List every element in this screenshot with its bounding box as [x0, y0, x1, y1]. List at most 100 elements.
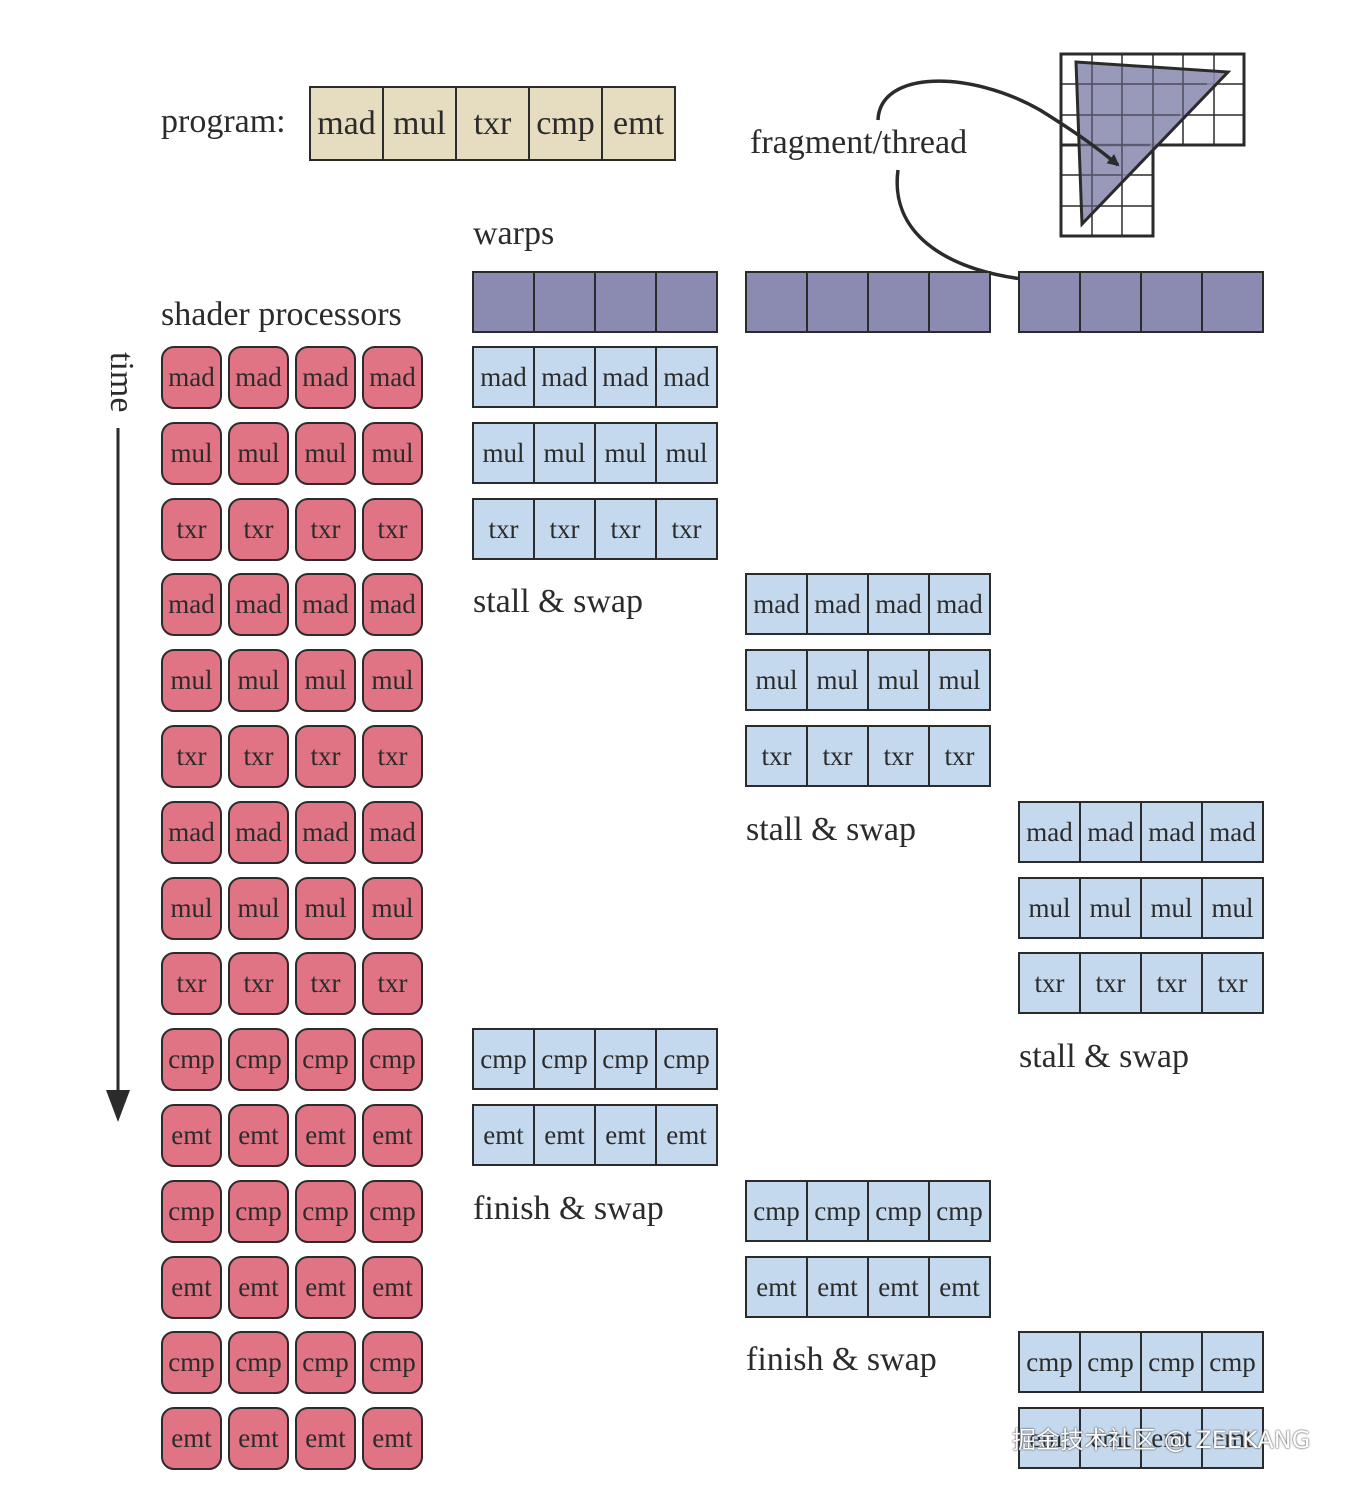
- shader-op-txr: txr: [228, 725, 289, 788]
- arrow-to-triangle: [876, 79, 1120, 167]
- warp-1-header: [472, 271, 718, 333]
- shader-op-mad: mad: [161, 573, 222, 636]
- shader-op-cmp: cmp: [228, 1028, 289, 1091]
- program-label: program:: [161, 103, 286, 140]
- warp-op-cmp: cmp: [869, 1182, 930, 1240]
- shader-op-cmp: cmp: [362, 1180, 423, 1243]
- warp-op-mad: mad: [1020, 803, 1081, 861]
- thread-cell: [474, 273, 535, 331]
- warp-op-mul: mul: [657, 424, 716, 482]
- shader-op-cmp: cmp: [295, 1180, 356, 1243]
- warp-op-mad: mad: [869, 575, 930, 633]
- shader-op-txr: txr: [161, 498, 222, 561]
- program-instruction-mad: mad: [311, 88, 384, 159]
- warp-3-header: [1018, 271, 1264, 333]
- thread-cell: [869, 273, 930, 331]
- shader-op-cmp: cmp: [228, 1331, 289, 1394]
- shader-op-emt: emt: [228, 1256, 289, 1319]
- warp-op-txr: txr: [474, 500, 535, 558]
- warp-op-emt: emt: [535, 1106, 596, 1164]
- thread-cell: [808, 273, 869, 331]
- shader-op-mad: mad: [295, 801, 356, 864]
- warp-2-note: stall & swap: [746, 811, 916, 848]
- warp-1-note: stall & swap: [473, 583, 643, 620]
- warp-op-txr: txr: [1142, 954, 1203, 1012]
- shader-op-txr: txr: [362, 952, 423, 1015]
- thread-cell: [1081, 273, 1142, 331]
- warp-op-txr: txr: [747, 727, 808, 785]
- shader-op-cmp: cmp: [161, 1180, 222, 1243]
- shader-op-txr: txr: [295, 952, 356, 1015]
- warp-op-mad: mad: [1081, 803, 1142, 861]
- shader-op-cmp: cmp: [161, 1028, 222, 1091]
- warp-op-mul: mul: [869, 651, 930, 709]
- warp-op-mul: mul: [474, 424, 535, 482]
- warp-op-cmp: cmp: [930, 1182, 989, 1240]
- warp-op-mad: mad: [930, 575, 989, 633]
- shader-op-mul: mul: [161, 422, 222, 485]
- warp-op-mad: mad: [657, 348, 716, 406]
- program-instruction-cmp: cmp: [530, 88, 603, 159]
- warp-op-mad: mad: [535, 348, 596, 406]
- shader-op-emt: emt: [295, 1256, 356, 1319]
- warps-label: warps: [473, 215, 555, 252]
- thread-cell: [930, 273, 989, 331]
- shader-op-mad: mad: [161, 801, 222, 864]
- shader-op-mul: mul: [362, 422, 423, 485]
- shader-op-mul: mul: [362, 877, 423, 940]
- shader-op-mad: mad: [228, 801, 289, 864]
- shader-op-txr: txr: [362, 725, 423, 788]
- shader-op-emt: emt: [161, 1104, 222, 1167]
- program-instruction-mul: mul: [384, 88, 457, 159]
- shader-op-emt: emt: [362, 1256, 423, 1319]
- warp-op-txr: txr: [869, 727, 930, 785]
- warp-op-mul: mul: [930, 651, 989, 709]
- shader-op-cmp: cmp: [362, 1028, 423, 1091]
- time-label: time: [103, 352, 140, 413]
- shader-op-mad: mad: [228, 573, 289, 636]
- shader-op-mad: mad: [362, 573, 423, 636]
- warp-op-emt: emt: [1203, 1409, 1262, 1467]
- shader-op-txr: txr: [161, 725, 222, 788]
- warp-op-mul: mul: [1203, 879, 1262, 937]
- warp-op-emt: emt: [1020, 1409, 1081, 1467]
- warp-op-emt: emt: [1142, 1409, 1203, 1467]
- warp-op-mad: mad: [596, 348, 657, 406]
- warp-op-emt: emt: [596, 1106, 657, 1164]
- warp-op-mul: mul: [1081, 879, 1142, 937]
- shader-op-mad: mad: [295, 573, 356, 636]
- shader-op-mul: mul: [161, 877, 222, 940]
- shader-op-emt: emt: [161, 1256, 222, 1319]
- thread-cell: [535, 273, 596, 331]
- thread-cell: [1020, 273, 1081, 331]
- shader-op-txr: txr: [362, 498, 423, 561]
- warp-op-txr: txr: [535, 500, 596, 558]
- shader-op-emt: emt: [362, 1104, 423, 1167]
- shader-op-txr: txr: [228, 498, 289, 561]
- warp-op-cmp: cmp: [1142, 1333, 1203, 1391]
- shader-op-mul: mul: [295, 422, 356, 485]
- shader-op-emt: emt: [161, 1407, 222, 1470]
- warp-op-cmp: cmp: [1203, 1333, 1262, 1391]
- shader-op-txr: txr: [295, 498, 356, 561]
- warp-op-emt: emt: [474, 1106, 535, 1164]
